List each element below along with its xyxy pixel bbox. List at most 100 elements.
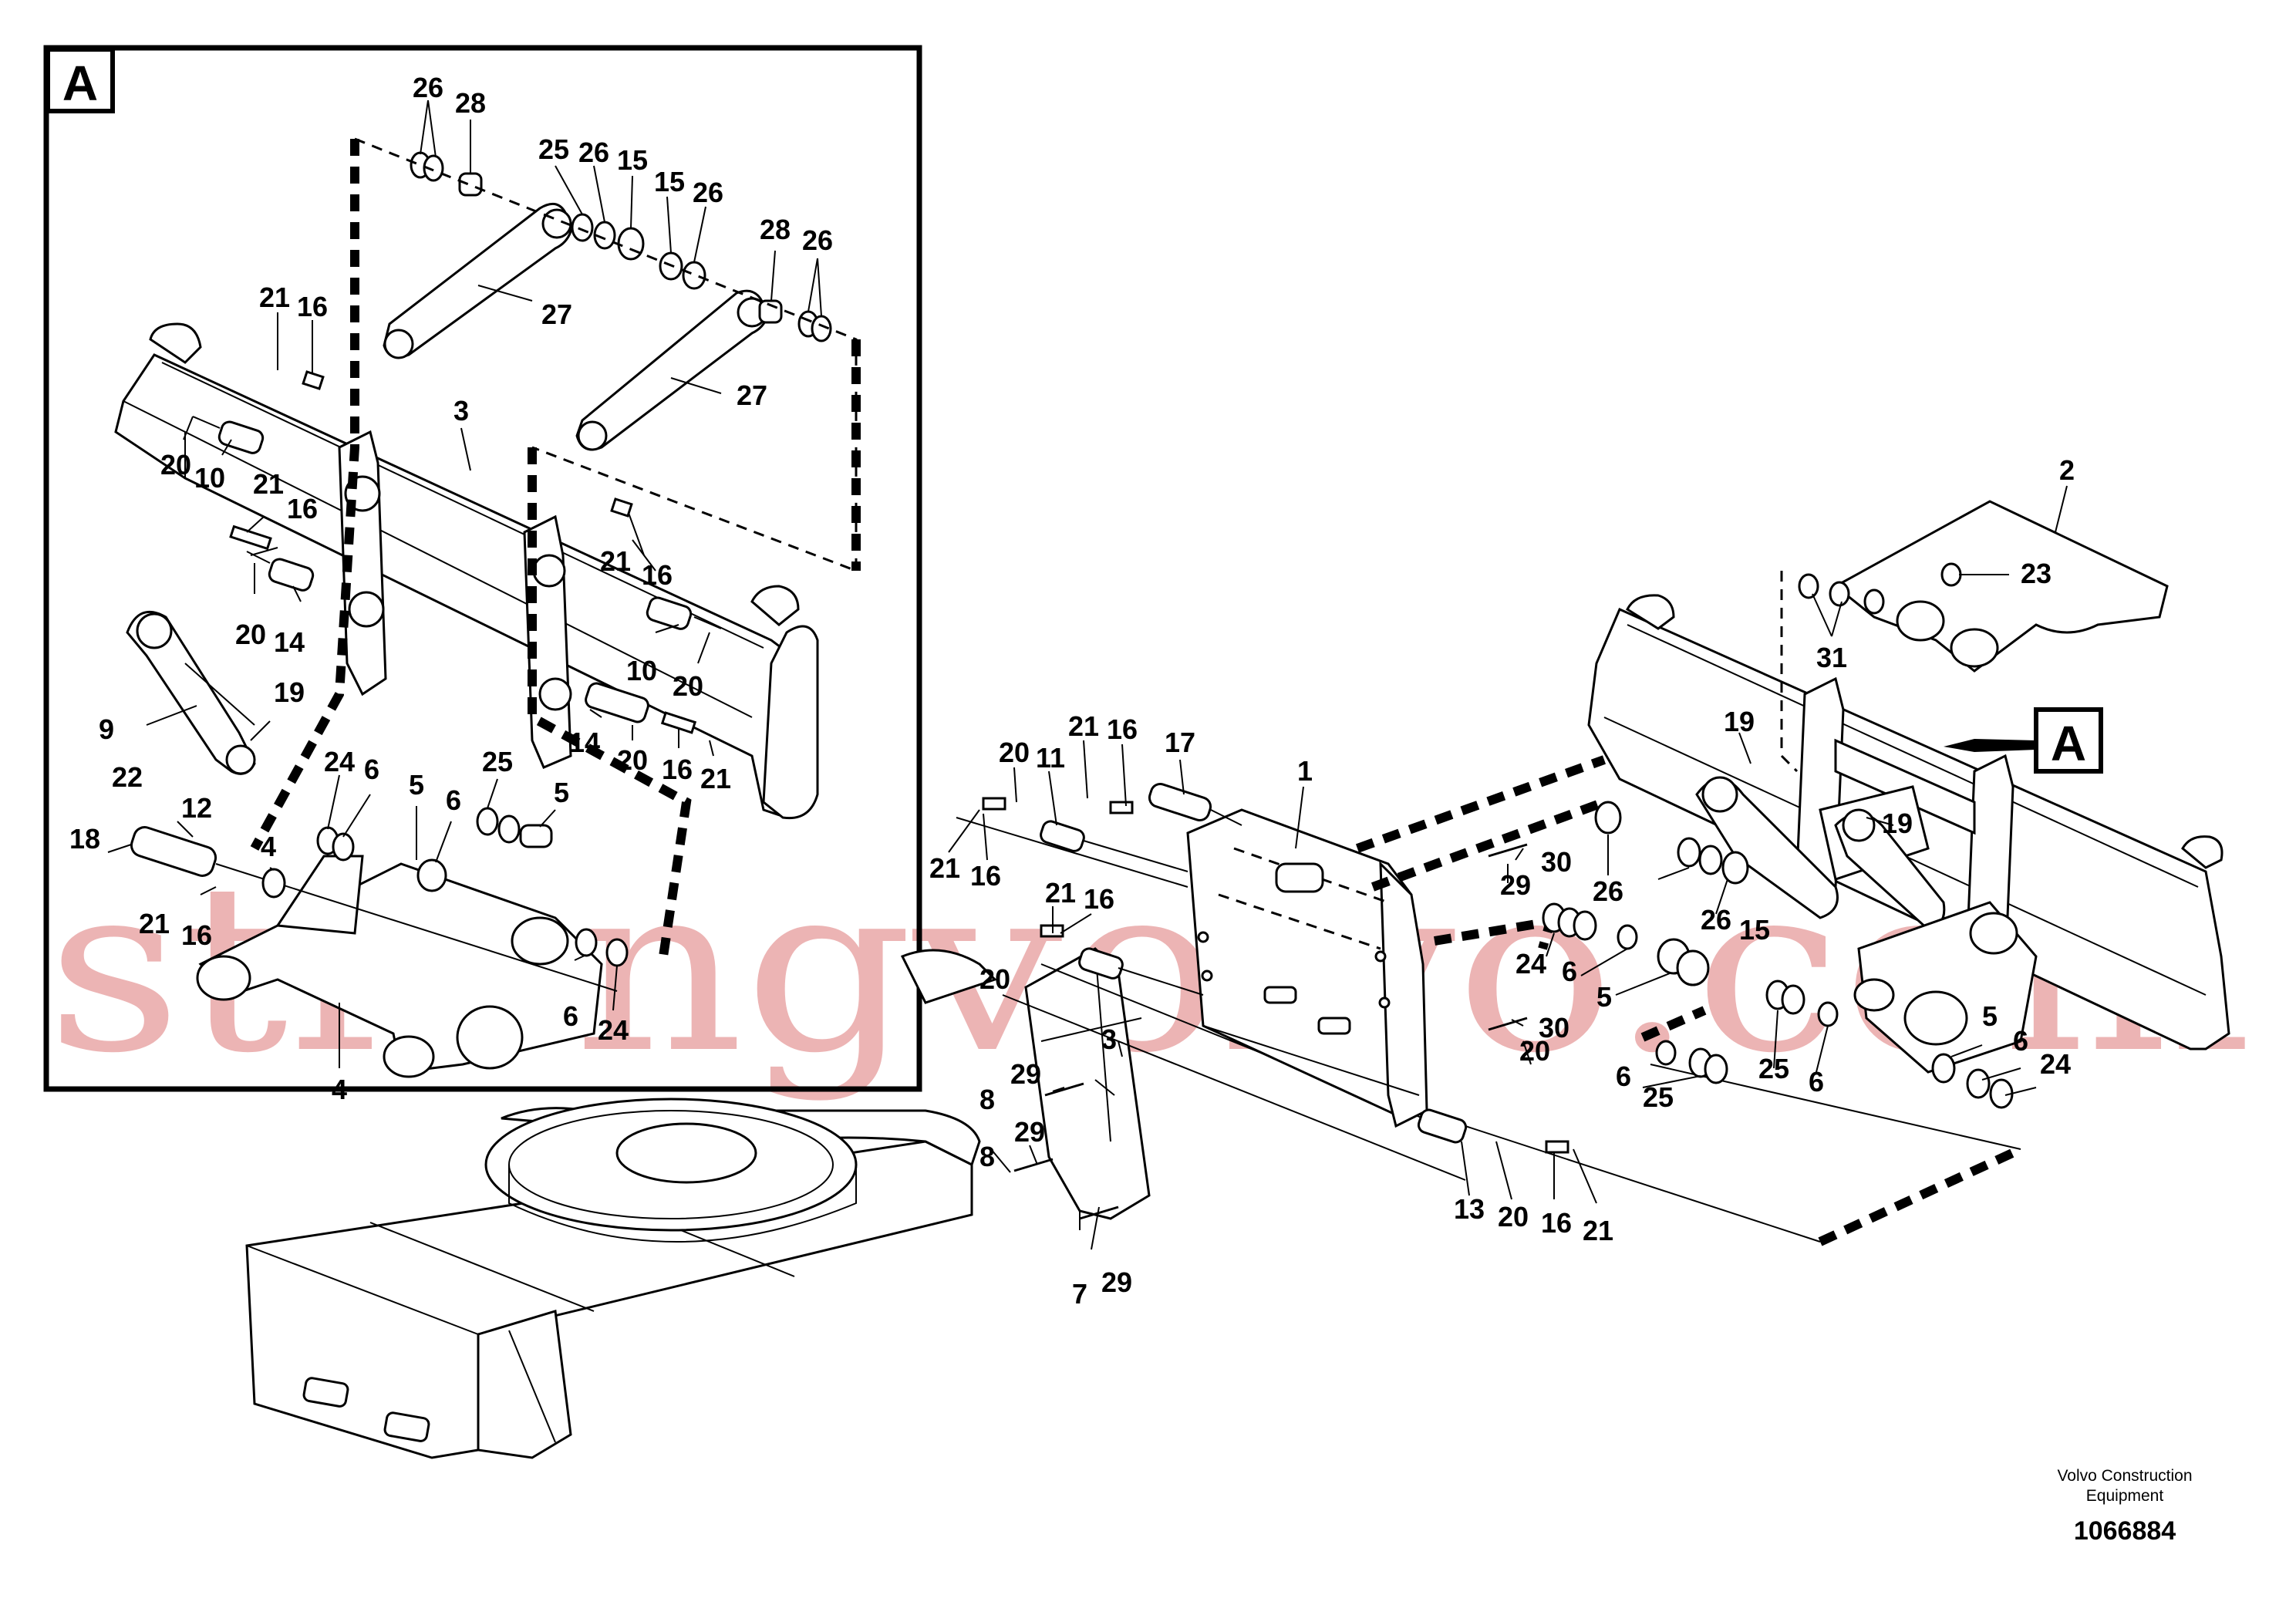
detail-view-a: A: [43, 45, 922, 1105]
label-a15a: 15: [617, 144, 648, 176]
label-a16a: 16: [297, 291, 328, 322]
label-a6b: 6: [446, 784, 461, 816]
label-m15: 15: [1739, 914, 1770, 946]
label-m29d: 29: [1101, 1266, 1132, 1298]
label-m13: 13: [1454, 1193, 1485, 1225]
main-dash-6: [1780, 571, 1799, 773]
label-a10b: 10: [626, 655, 657, 686]
label-m20a: 20: [999, 737, 1030, 768]
label-m25a: 25: [1758, 1053, 1789, 1084]
label-m21d: 21: [1583, 1215, 1613, 1246]
washers-main: [1542, 801, 2014, 1109]
label-m16b: 16: [970, 860, 1001, 892]
label-m30b: 30: [1539, 1012, 1569, 1044]
label-m29a: 29: [1500, 869, 1531, 901]
label-a21c: 21: [600, 545, 631, 577]
label-a25b: 25: [482, 746, 513, 777]
label-a14a: 14: [274, 626, 305, 658]
pins-main: [956, 782, 1569, 1154]
label-m2: 2: [2059, 454, 2075, 486]
label-a21e: 21: [139, 908, 170, 939]
footer-drawing-number: 1066884: [2074, 1516, 2176, 1546]
main-tag-arrow: [1944, 739, 2036, 752]
label-m6b: 6: [1809, 1066, 1824, 1098]
label-m31: 31: [1816, 642, 1847, 673]
plate-hole-3: [532, 554, 566, 588]
label-a5a: 5: [554, 777, 569, 808]
label-m29b: 29: [1010, 1058, 1041, 1090]
label-m20b: 20: [979, 963, 1010, 995]
label-a15b: 15: [654, 166, 685, 197]
label-m24a: 24: [1515, 948, 1546, 980]
label-a22: 22: [112, 761, 143, 793]
adapter-plate-1: [1186, 808, 1428, 1128]
label-m3: 3: [1101, 1023, 1117, 1055]
label-a9: 9: [99, 713, 114, 745]
link-27-lower: [575, 289, 769, 451]
label-m26a: 26: [1593, 875, 1623, 907]
main-tag-letter: A: [2051, 716, 2086, 771]
label-a19: 19: [274, 676, 305, 708]
swing-post-3: [900, 947, 1466, 1220]
detail-dash-box-1: [250, 139, 359, 851]
plate-hole-2: [348, 591, 385, 628]
label-a26a: 26: [413, 72, 443, 103]
label-a18: 18: [69, 823, 100, 855]
label-a4b: 4: [332, 1074, 347, 1105]
label-a6c: 6: [563, 1000, 578, 1032]
label-m7: 7: [1072, 1278, 1087, 1310]
label-m24b: 24: [2040, 1048, 2071, 1080]
label-a24a: 24: [324, 746, 355, 777]
label-a27b: 27: [737, 379, 767, 411]
main-dash-4: [1640, 1006, 1707, 1042]
label-a16e: 16: [181, 919, 212, 951]
label-m6c: 6: [1616, 1061, 1631, 1092]
label-m5b: 5: [1982, 1000, 1998, 1032]
label-a21a: 21: [259, 282, 290, 313]
label-m20d: 20: [1498, 1201, 1529, 1233]
label-m19a: 19: [1724, 706, 1755, 737]
washers-lower: [261, 807, 629, 967]
detail-tag-box: [46, 47, 115, 113]
bucket-body-inset: [114, 322, 819, 820]
label-m16d: 16: [1541, 1207, 1572, 1239]
detail-tag-letter: A: [62, 56, 98, 111]
label-m6a: 6: [1562, 956, 1577, 987]
label-a16b: 16: [287, 493, 318, 524]
label-a12: 12: [181, 792, 212, 824]
label-a21b: 21: [253, 468, 284, 500]
link-27-upper: [383, 202, 572, 359]
footer-block: Volvo Construction Equipment 1066884: [2057, 1467, 2192, 1546]
footer-brand-line1: Volvo Construction: [2057, 1467, 2192, 1485]
coupler-main: [1695, 676, 2038, 1074]
label-a6a: 6: [364, 754, 379, 785]
label-a27a: 27: [541, 298, 572, 330]
detail-frame: [43, 45, 922, 1092]
label-m16a: 16: [1107, 713, 1138, 745]
label-m19b: 19: [1882, 808, 1913, 839]
labels-inset: 26 28 25 26 15 15 26 28 26 27 27 21 16 3…: [69, 72, 833, 1105]
main-dash-5: [1818, 1145, 2023, 1246]
cover-2: [1798, 500, 2169, 673]
bracket-4: [130, 826, 618, 1078]
label-a14b: 14: [569, 727, 600, 758]
label-m11: 11: [1036, 742, 1065, 774]
label-m25b: 25: [1643, 1081, 1674, 1113]
label-a4a: 4: [261, 831, 276, 862]
label-a26c: 26: [693, 177, 723, 208]
label-m6d: 6: [2013, 1025, 2028, 1057]
slew-ring: [484, 1098, 858, 1243]
label-a25a: 25: [538, 133, 569, 165]
label-m26b: 26: [1701, 904, 1731, 936]
label-a24b: 24: [598, 1014, 629, 1046]
label-a10a: 10: [194, 462, 225, 494]
main-dash-2: [1371, 798, 1607, 892]
label-m21b: 21: [929, 852, 960, 884]
label-a3: 3: [453, 395, 469, 427]
label-m29c: 29: [1014, 1116, 1045, 1148]
cylinder-9: [126, 610, 256, 775]
label-m23: 23: [2021, 558, 2052, 589]
bolts-main: [1013, 843, 1528, 1220]
label-m21a: 21: [1068, 710, 1099, 742]
